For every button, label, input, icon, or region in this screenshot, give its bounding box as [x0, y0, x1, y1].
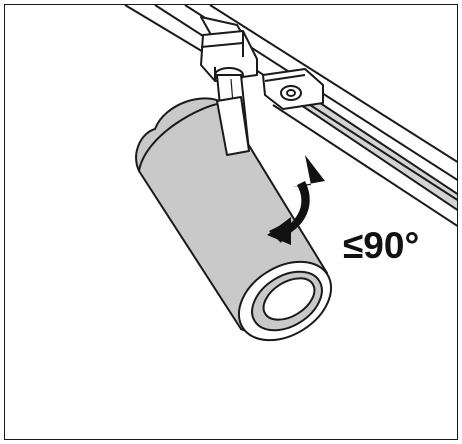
tilt-arrow-icon [267, 155, 325, 245]
spotlight-cylinder [135, 96, 333, 342]
track-adapter [200, 16, 324, 110]
diagram-frame: ≤90° [4, 4, 458, 440]
tilt-angle-label: ≤90° [343, 225, 420, 266]
spotlight-illustration [124, 5, 457, 342]
